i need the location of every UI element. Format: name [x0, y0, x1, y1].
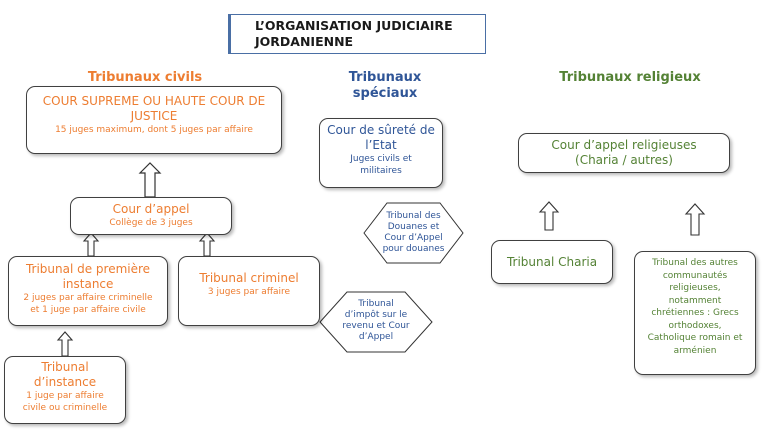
- impot-line4: d’Appel: [358, 332, 394, 342]
- hexagon-tribunal-impot: [319, 291, 433, 353]
- tribunal-charia-title: Tribunal Charia: [506, 255, 598, 269]
- impot-line2: d’impôt sur le: [344, 310, 408, 320]
- cour-surete-title-line2: l’Etat: [365, 138, 397, 152]
- arrow-autres-to-appel-religieuse: [684, 203, 706, 236]
- arrow-criminel-to-appel: [198, 232, 216, 257]
- cour-supreme-title-line2: JUSTICE: [130, 109, 178, 123]
- node-tribunal-instance: Tribunal d’instance 1 juge par affaire c…: [4, 356, 126, 424]
- node-cour-appel: Cour d’appel Collège de 3 juges: [70, 197, 232, 235]
- premiere-instance-detail-line2: et 1 juge par affaire civile: [30, 305, 146, 315]
- tribunal-criminel-detail: 3 juges par affaire: [207, 287, 291, 297]
- autres-line7: Catholique romain et: [647, 333, 743, 343]
- cour-surete-detail-line2: militaires: [360, 166, 402, 176]
- douanes-line3: Cour d’Appel: [384, 233, 443, 243]
- autres-line1: Tribunal des autres: [652, 258, 738, 268]
- node-cour-surete-etat: Cour de sûreté de l’Etat Juges civils et…: [319, 118, 443, 188]
- impot-line3: revenu et Cour: [342, 321, 410, 331]
- douanes-line4: pour douanes: [382, 244, 445, 254]
- tribunal-douanes-text: Tribunal des Douanes et Cour d’Appel pou…: [380, 211, 447, 255]
- cour-appel-title: Cour d’appel: [112, 202, 190, 216]
- node-cour-appel-religieuse: Cour d’appel religieuses (Charia / autre…: [518, 133, 730, 173]
- autres-line3: religieuses,: [669, 283, 721, 293]
- tribunal-criminel-title: Tribunal criminel: [199, 271, 299, 285]
- tribunal-instance-detail-line2: civile ou criminelle: [22, 403, 108, 413]
- hexagon-tribunal-douanes: [363, 202, 464, 264]
- autres-line8: arménien: [673, 345, 717, 356]
- cour-supreme-detail: 15 juges maximum, dont 5 juges par affai…: [55, 125, 253, 135]
- tribunal-instance-detail-line1: 1 juge par affaire: [26, 391, 104, 401]
- tribunal-instance-title-line1: Tribunal: [41, 360, 89, 374]
- premiere-instance-detail-line1: 2 juges par affaire criminelle: [23, 293, 153, 303]
- autres-line6: orthodoxes,: [668, 320, 722, 331]
- diagram-title-box: L’ORGANISATION JUDICIAIRE JORDANIENNE: [228, 14, 486, 54]
- tribunal-instance-title-line2: d’instance: [33, 375, 97, 389]
- cour-surete-detail-line1: Juges civils et: [350, 154, 412, 164]
- arrow-appel-to-supreme: [138, 162, 162, 198]
- node-tribunal-premiere-instance: Tribunal de première instance 2 juges pa…: [8, 256, 168, 326]
- impot-line1: Tribunal: [358, 299, 394, 309]
- douanes-line2: Douanes et: [387, 222, 440, 232]
- arrow-premiere-to-appel: [82, 232, 100, 257]
- cour-surete-title-line1: Cour de sûreté de: [327, 123, 435, 137]
- arrow-charia-to-appel-religieuse: [538, 201, 560, 231]
- node-tribunal-autres-communautes: Tribunal des autres communautés religieu…: [634, 251, 756, 375]
- autres-line4: notamment: [668, 295, 722, 306]
- diagram-title-line2: JORDANIENNE: [255, 34, 354, 49]
- node-tribunal-charia: Tribunal Charia: [491, 240, 613, 284]
- heading-special-line1: Tribunaux: [348, 70, 422, 85]
- heading-special-courts: Tribunaux spéciaux: [330, 70, 440, 102]
- tribunal-impot-text: Tribunal d’impôt sur le revenu et Cour d…: [338, 299, 414, 343]
- arrow-instance-to-premiere: [56, 331, 74, 357]
- heading-civil-courts: Tribunaux civils: [87, 70, 203, 85]
- node-cour-supreme: COUR SUPREME OU HAUTE COUR DE JUSTICE 15…: [26, 86, 282, 154]
- cour-appel-religieuse-line1: Cour d’appel religieuses: [551, 138, 697, 152]
- premiere-instance-title-line2: instance: [62, 277, 114, 291]
- node-tribunal-criminel: Tribunal criminel 3 juges par affaire: [178, 256, 320, 326]
- cour-supreme-title-line1: COUR SUPREME OU HAUTE COUR DE: [42, 94, 266, 108]
- cour-appel-religieuse-line2: (Charia / autres): [575, 153, 673, 167]
- heading-special-line2: spéciaux: [352, 86, 418, 101]
- autres-line5: chrétiennes : Grecs: [651, 308, 739, 318]
- cour-appel-detail: Collège de 3 juges: [109, 218, 193, 228]
- heading-religious-courts: Tribunaux religieux: [559, 70, 701, 85]
- douanes-line1: Tribunal des: [386, 211, 441, 221]
- diagram-title-line1: L’ORGANISATION JUDICIAIRE: [255, 18, 453, 33]
- premiere-instance-title-line1: Tribunal de première: [25, 262, 151, 276]
- autres-line2: communautés: [662, 270, 728, 281]
